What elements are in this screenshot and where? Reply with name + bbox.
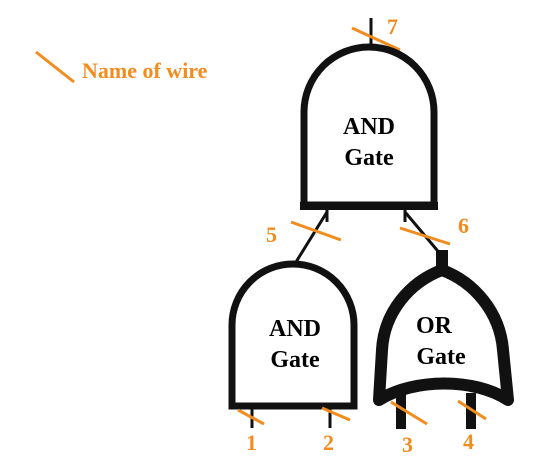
wire-5-mark [290, 220, 342, 242]
wire-7-label: 7 [387, 14, 398, 39]
top-and-gate-base [300, 202, 438, 210]
or-gate-label-1: OR [416, 313, 453, 339]
or-gate [373, 264, 514, 406]
wire-2-mark [321, 406, 351, 422]
legend-label: Name of wire [82, 58, 208, 83]
wire-3 [396, 393, 406, 429]
wire-5-label: 5 [266, 222, 277, 247]
wire-3-label: 3 [402, 432, 413, 457]
top-and-gate [300, 43, 438, 209]
wire-3-mark [390, 400, 428, 426]
wire-4-mark [457, 399, 487, 421]
or-gate-label-2: Gate [416, 344, 466, 370]
wire-5 [294, 211, 329, 263]
wire-1-mark [237, 408, 265, 426]
bottom-and-gate-label-1: AND [269, 316, 321, 342]
bottom-and-gate-label-2: Gate [270, 347, 320, 373]
legend-wire-mark [35, 50, 75, 84]
wire-2-label: 2 [323, 430, 334, 455]
wire-6-label: 6 [458, 213, 469, 238]
wire-1-label: 1 [246, 430, 257, 455]
bottom-and-gate [228, 260, 358, 410]
wire-7-mark [351, 26, 401, 52]
top-and-gate-label-2: Gate [344, 145, 394, 171]
wire-4-label: 4 [463, 429, 474, 454]
top-and-gate-label-1: AND [343, 114, 395, 140]
wire-6-mark [399, 226, 451, 246]
